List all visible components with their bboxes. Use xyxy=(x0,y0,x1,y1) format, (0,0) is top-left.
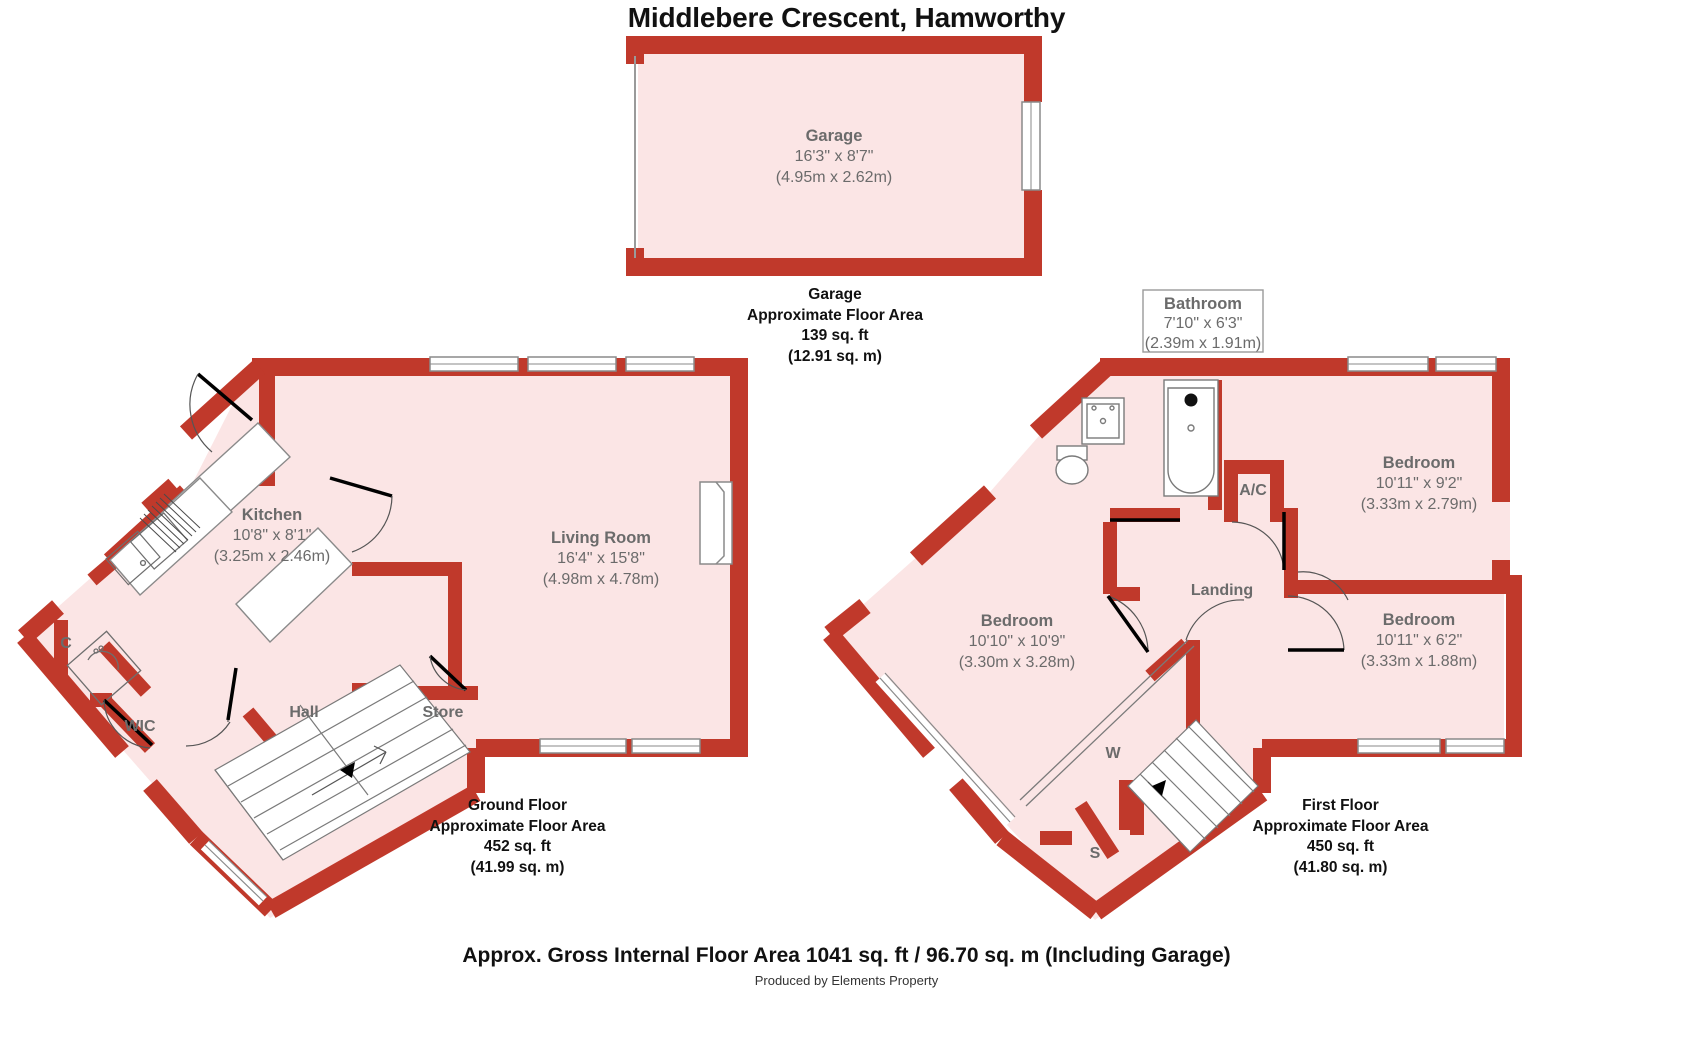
landing-label: Landing xyxy=(1191,582,1253,599)
bathroom-label-box xyxy=(1142,289,1264,353)
bedroom-1-name: Bedroom xyxy=(1383,454,1455,472)
ground-floor-fill xyxy=(24,366,748,918)
bedroom-1-dim-metric: (3.33m x 2.79m) xyxy=(1361,496,1477,513)
garage-caption-line3: 139 sq. ft xyxy=(801,327,869,345)
ground-floor-bottom-windows xyxy=(539,738,701,754)
living-room-dim-metric: (4.98m x 4.78m) xyxy=(543,571,659,588)
garage-room-dim-imperial: 16'3" x 8'7" xyxy=(795,148,874,165)
wic-label: WIC xyxy=(124,718,156,735)
ground-floor-walls xyxy=(252,358,748,757)
kitchen-fixtures xyxy=(105,422,291,597)
garage-caption: Garage Approximate Floor Area 139 sq. ft… xyxy=(700,285,970,367)
bedroom-3-dim-metric: (3.33m x 1.88m) xyxy=(1361,653,1477,670)
living-room-name: Living Room xyxy=(551,529,651,547)
garage-room-dim-metric: (4.95m x 2.62m) xyxy=(776,169,892,186)
bedroom-2-dim-imperial: 10'10" x 10'9" xyxy=(969,633,1066,650)
store-small-label: S xyxy=(1090,845,1101,862)
first-floor-interior-walls xyxy=(1074,380,1510,859)
bathroom-dim-metric: (2.39m x 1.91m) xyxy=(1145,335,1261,352)
kitchen-dim-imperial: 10'8" x 8'1" xyxy=(233,527,312,544)
bedroom-3-dim-imperial: 10'11" x 6'2" xyxy=(1376,632,1463,649)
first-floor-caption-line4: (41.80 sq. m) xyxy=(1293,858,1388,876)
first-floor-door-swings xyxy=(1106,512,1349,654)
first-floor-caption-line1: First Floor xyxy=(1302,797,1379,814)
ground-floor-bay-window xyxy=(699,481,733,565)
bedroom-2-dim-metric: (3.30m x 3.28m) xyxy=(959,654,1075,671)
ground-floor-door-swings xyxy=(102,372,468,749)
first-floor-caption-line2: Approximate Floor Area xyxy=(1252,817,1429,835)
ground-floor-hall-wall xyxy=(242,690,408,764)
wardrobe-label: W xyxy=(1105,745,1121,762)
gross-area-text: Approx. Gross Internal Floor Area 1041 s… xyxy=(462,944,1231,967)
first-floor-stair-arrow xyxy=(1147,780,1167,801)
bathroom-fixtures xyxy=(1055,379,1219,497)
first-floor-walls xyxy=(1100,358,1522,757)
landing-rail xyxy=(1019,639,1195,807)
bathroom-dim-imperial: 7'10" x 6'3" xyxy=(1164,315,1243,332)
bathroom-room-name: Bathroom xyxy=(1164,295,1242,313)
ground-floor-top-windows xyxy=(429,356,695,372)
bedroom-1-dim-imperial: 10'11" x 9'2" xyxy=(1376,475,1463,492)
store-label: Store xyxy=(423,704,464,721)
stair-direction-arrow xyxy=(311,745,387,796)
wc-fixture xyxy=(66,630,142,706)
bedroom-3-name: Bedroom xyxy=(1383,611,1455,629)
airing-cupboard-label: A/C xyxy=(1239,482,1267,499)
hall-label: Hall xyxy=(289,704,318,721)
ground-floor-caption-line1: Ground Floor xyxy=(467,797,567,814)
first-floor-caption: First Floor Approximate Floor Area 450 s… xyxy=(1228,796,1453,878)
kitchen-dim-metric: (3.25m x 2.46m) xyxy=(214,548,330,565)
kitchen-room-name: Kitchen xyxy=(242,506,303,524)
ground-floor-caption-line3: 452 sq. ft xyxy=(483,838,552,856)
hall-furniture xyxy=(235,527,353,644)
living-room-dim-imperial: 16'4" x 15'8" xyxy=(557,550,645,567)
bedroom-2-name: Bedroom xyxy=(981,612,1053,630)
ground-floor-interior-angled xyxy=(87,478,413,773)
cupboard-label: C xyxy=(60,635,72,652)
first-floor-windows xyxy=(875,356,1505,827)
ground-floor-caption: Ground Floor Approximate Floor Area 452 … xyxy=(405,796,630,878)
garage-caption-line4: (12.91 sq. m) xyxy=(788,347,882,365)
ground-floor-caption-line2: Approximate Floor Area xyxy=(429,817,606,835)
garage-room-name: Garage xyxy=(806,127,863,145)
ground-floor-interior-walls xyxy=(54,376,478,700)
ground-floor-caption-line4: (41.99 sq. m) xyxy=(470,858,565,876)
page-title: Middlebere Crescent, Hamworthy xyxy=(627,2,1066,33)
garage-caption-line1: Garage xyxy=(808,286,862,303)
first-floor-interior-angled xyxy=(1040,522,1191,845)
kitchen-hob-icon xyxy=(139,493,201,553)
first-floor-angled-walls xyxy=(823,360,1271,920)
producer-text: Produced by Elements Property xyxy=(754,973,939,988)
garage-caption-line2: Approximate Floor Area xyxy=(747,306,923,324)
first-floor-caption-line3: 450 sq. ft xyxy=(1306,838,1375,856)
bath-plug-icon xyxy=(1184,393,1198,407)
ground-floor-angled-window xyxy=(200,840,268,906)
